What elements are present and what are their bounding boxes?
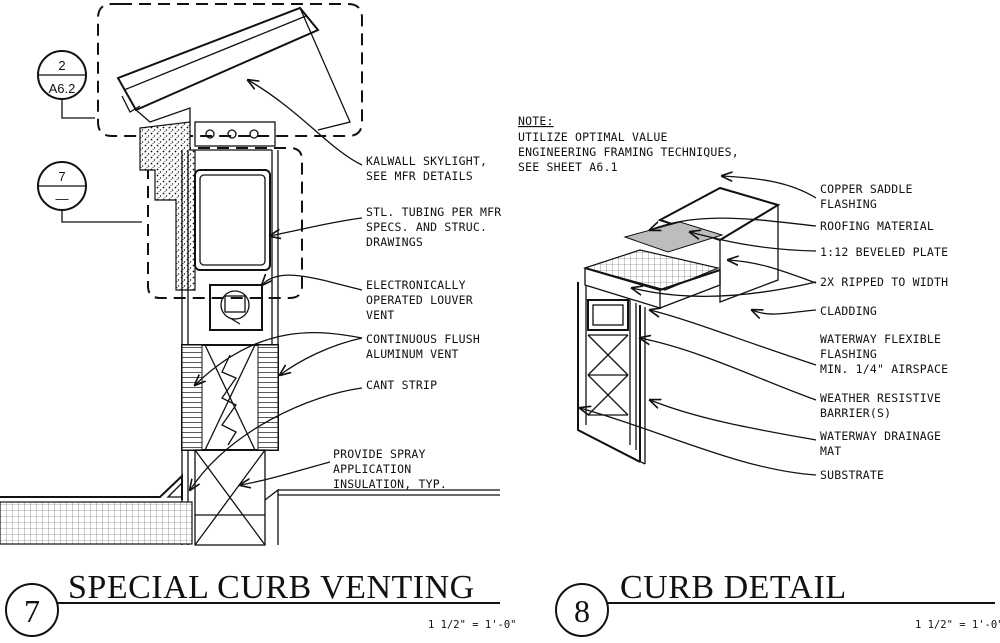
vent-zigzag <box>221 354 237 446</box>
skylight-frame <box>116 6 320 112</box>
svg-text:2: 2 <box>58 58 65 73</box>
label-2x-ripped: 2X RIPPED TO WIDTH <box>820 275 948 289</box>
label-spray-insulation: PROVIDE SPRAY APPLICATION INSULATION, TY… <box>333 447 447 491</box>
svg-text:7: 7 <box>58 169 65 184</box>
label-beveled-plate: 1:12 BEVELED PLATE <box>820 245 948 259</box>
detail-8-number: 8 <box>574 593 590 629</box>
label-copper-saddle-flashing: COPPER SADDLE FLASHING <box>820 182 920 211</box>
detail-8-note: NOTE: UTILIZE OPTIMAL VALUE ENGINEERING … <box>518 114 746 174</box>
detail-7-labels: KALWALL SKYLIGHT, SEE MFR DETAILS STL. T… <box>333 154 508 491</box>
label-steel-tubing: STL. TUBING PER MFR SPECS. AND STRUC. DR… <box>366 205 508 249</box>
section-tag-top: 2 A6.2 <box>37 50 95 119</box>
detail-8-drawing <box>577 176 817 476</box>
detail-7-title: SPECIAL CURB VENTING <box>68 569 475 606</box>
detail-7-number: 7 <box>24 593 40 629</box>
label-continuous-vent: CONTINUOUS FLUSH ALUMINUM VENT <box>366 332 487 361</box>
label-louver-vent: ELECTRONICALLY OPERATED LOUVER VENT <box>366 278 480 322</box>
callout-boundary-top <box>97 3 363 137</box>
label-cant-strip: CANT STRIP <box>366 378 437 392</box>
detail-7-title-block: 7 SPECIAL CURB VENTING 1 1/2" = 1'-0" <box>5 569 517 637</box>
steel-tubing <box>194 169 271 271</box>
detail-8-title-block: 8 CURB DETAIL 1 1/2" = 1'-0" <box>555 569 1000 637</box>
label-drainage-mat: WATERWAY DRAINAGE MAT <box>820 429 948 458</box>
detail-8-scale: 1 1/2" = 1'-0" <box>915 619 1000 631</box>
label-flexible-flashing: WATERWAY FLEXIBLE FLASHING MIN. 1/4" AIR… <box>820 332 948 376</box>
svg-text:A6.2: A6.2 <box>49 81 76 96</box>
roof-deck <box>0 501 193 545</box>
header-framing <box>587 299 629 331</box>
svg-text:—: — <box>56 191 69 206</box>
detail-7-drawing: 2 A6.2 7 — <box>0 3 500 546</box>
detail-8-labels: COPPER SADDLE FLASHING ROOFING MATERIAL … <box>820 182 948 482</box>
louver-vent <box>209 284 263 331</box>
label-kalwall-skylight: KALWALL SKYLIGHT, SEE MFR DETAILS <box>366 154 494 183</box>
svg-text:UTILIZE OPTIMAL VALUE EN: UTILIZE OPTIMAL VALUE ENGINEERING FRAMIN… <box>518 130 746 174</box>
cant-strip <box>166 481 183 498</box>
detail-7-scale: 1 1/2" = 1'-0" <box>428 619 517 631</box>
roof-insulation-stipple <box>139 121 196 291</box>
label-cladding: CLADDING <box>820 304 877 318</box>
label-roofing-material: ROOFING MATERIAL <box>820 219 934 233</box>
svg-text:NOTE:: NOTE: <box>518 114 554 128</box>
beveled-plate <box>582 249 720 291</box>
detail-8-title: CURB DETAIL <box>620 569 847 606</box>
label-weather-barrier: WEATHER RESISTIVE BARRIER(S) <box>820 391 948 420</box>
section-tag-mid: 7 — <box>37 161 142 223</box>
label-substrate: SUBSTRATE <box>820 468 884 482</box>
fastener-block <box>194 121 276 147</box>
